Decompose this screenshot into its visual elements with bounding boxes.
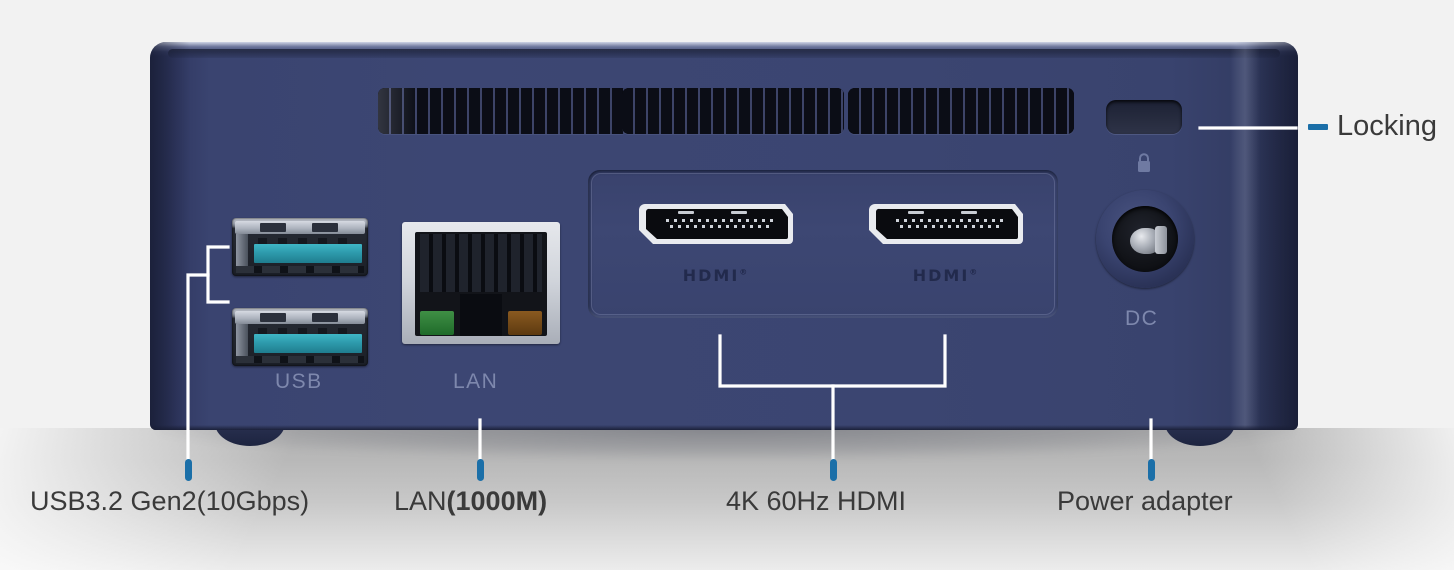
hdmi-panel: HDMI® HDMI® [588,170,1058,318]
locking-text: Locking [1337,110,1437,142]
callout-text-bold: (1000M) [446,486,548,516]
chassis-bottom-edge [150,425,1298,430]
port-caption-usb: USB [275,370,323,393]
usb-rail [236,324,248,362]
surface-glare-right [1180,428,1454,570]
chassis-sheen-right [1236,42,1298,430]
callout-text: LAN [394,486,447,516]
padlock-icon [1138,153,1150,172]
usb-bottom-rail [236,266,364,273]
callout-label-lan: LAN(1000M) [394,486,547,517]
usb-rail [236,234,248,272]
dc-power-jack [1096,190,1194,288]
usb-tab [260,223,286,232]
callout-text: USB3.2 Gen2(10Gbps) [30,486,310,516]
usb-port-bottom [232,308,368,366]
hdmi-port-1 [639,204,793,244]
usb-tab [260,313,286,322]
lan-rj45-port [402,222,560,344]
hdmi-registered-mark: ® [969,267,980,277]
hdmi-panel-bevel [591,173,1055,315]
vent-grille-1 [378,88,628,134]
usb-pins [258,238,358,248]
callout-label-usb: USB3.2 Gen2(10Gbps) [30,486,309,517]
hdmi-logo-text: HDMI [682,266,740,285]
vent-slats [378,88,628,134]
vent-grille-2 [622,88,844,134]
hdmi-logo-2: HDMI® [866,266,1026,285]
locking-dash-marker [1308,123,1328,130]
usb-port-top [232,218,368,276]
callout-label-hdmi: 4K 60Hz HDMI [726,486,906,517]
kensington-lock-slot [1106,100,1182,134]
callout-label-locking: Locking [1308,110,1437,143]
port-caption-lan: LAN [453,370,499,393]
hdmi-port-2 [869,204,1023,244]
port-caption-dc: DC [1125,307,1159,330]
lan-led-green [420,311,454,335]
callout-text: Power adapter [1057,486,1233,516]
dc-pin-highlight [1155,226,1167,254]
callout-text: 4K 60Hz HDMI [726,486,907,516]
lan-clip-notch [460,294,502,336]
usb-tab [312,313,338,322]
lan-contacts [420,234,542,292]
dc-jack-cavity [1112,206,1178,272]
usb-tongue [254,244,362,263]
hdmi-logo-text: HDMI [912,266,970,285]
vent-grille-3 [848,88,1074,134]
hdmi-logo-1: HDMI® [636,266,796,285]
chassis-sheen-left [150,42,190,430]
chassis-top-inset [168,49,1280,58]
vent-slats [622,88,844,134]
vent-slats [848,88,1074,134]
usb-tab [312,223,338,232]
callout-label-power: Power adapter [1057,486,1233,517]
usb-pins [258,328,358,338]
hdmi-registered-mark: ® [739,267,750,277]
usb-shell [235,311,365,324]
usb-bottom-rail [236,356,364,363]
vent-glare [378,88,628,134]
lan-led-orange [508,311,542,335]
usb-tongue [254,334,362,353]
chassis-gloss-band [1230,42,1260,430]
usb-shell [235,221,365,234]
surface-glare-left [0,428,420,570]
